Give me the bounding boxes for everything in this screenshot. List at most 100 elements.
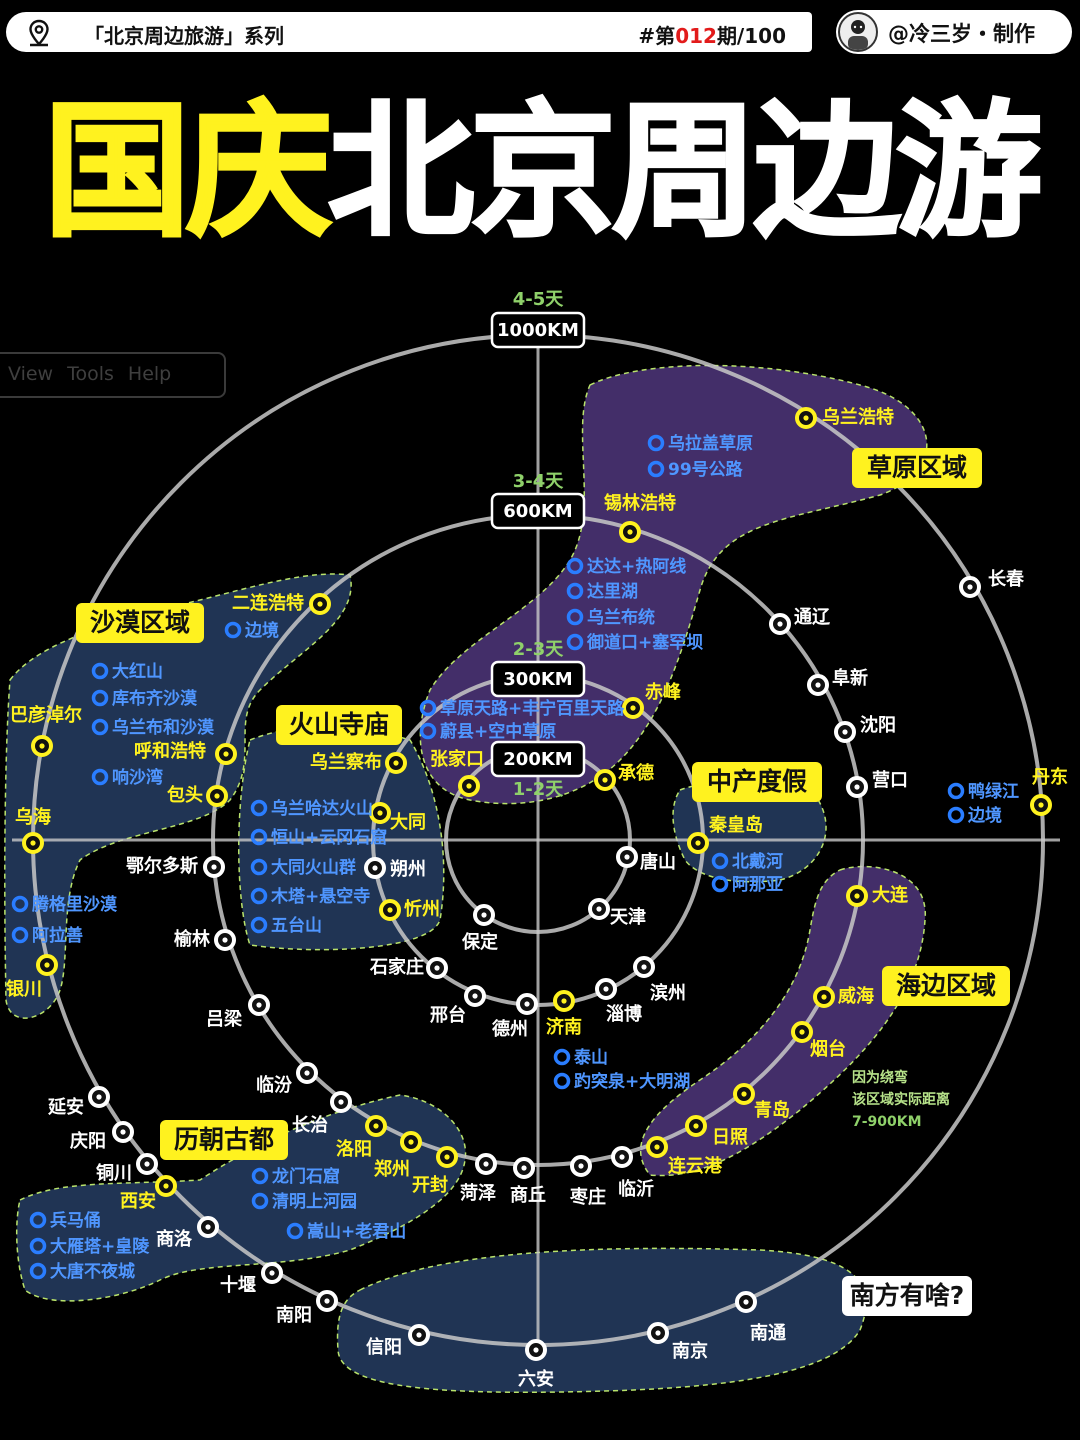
author-name: @冷三岁・制作 (888, 22, 1035, 46)
city-label-white: 南通 (750, 1322, 786, 1344)
spot-label: 蔚县+空中草原 (440, 721, 556, 742)
city-label-white: 南阳 (276, 1304, 312, 1326)
city-label-yellow: 银川 (6, 978, 42, 1000)
city-label-white: 长春 (988, 568, 1025, 590)
city-label-yellow: 连云港 (668, 1155, 723, 1177)
spot-marker (11, 926, 29, 944)
city-marker-dot (627, 529, 633, 535)
spot-label: 五台山 (271, 915, 322, 936)
city-label-yellow: 威海 (838, 985, 874, 1007)
city-label-white: 十堰 (220, 1274, 256, 1296)
spot-label: 木塔+悬空寺 (270, 886, 370, 907)
city-marker-dot (372, 865, 378, 871)
page-title: 国庆北京周边游 (43, 87, 1044, 257)
spot-marker (91, 768, 109, 786)
city-marker-dot (39, 743, 45, 749)
city-marker-dot (821, 994, 827, 1000)
city-marker-dot (304, 1070, 310, 1076)
ring-km-label: 300KM (503, 669, 572, 690)
city-label-white: 信阳 (366, 1336, 402, 1358)
city-marker-dot (120, 1129, 126, 1135)
city-label-yellow: 忻州 (404, 898, 440, 920)
city-marker-dot (30, 840, 36, 846)
spot-marker (553, 1048, 571, 1066)
south-zone (336, 1247, 867, 1393)
city-marker-dot (338, 1099, 344, 1105)
city-label-yellow: 二连浩特 (232, 592, 304, 614)
city-label-yellow: 郑州 (374, 1158, 410, 1180)
city-label-white: 石家庄 (369, 956, 424, 978)
spot-label: 清明上河园 (272, 1191, 357, 1212)
spot-label: 腾格里沙漠 (32, 894, 118, 915)
city-label-yellow: 锡林浩特 (604, 492, 676, 514)
city-marker-dot (483, 1161, 489, 1167)
spot-label: 泰山 (574, 1047, 608, 1068)
avatar (838, 12, 878, 52)
city-label-white: 通辽 (794, 607, 831, 628)
desert-zone (4, 573, 352, 1019)
spot-marker (250, 858, 268, 876)
spot-label: 嵩山+老君山 (307, 1221, 406, 1242)
city-marker-dot (654, 1144, 660, 1150)
spot-marker (947, 806, 965, 824)
city-label-yellow: 济南 (546, 1016, 582, 1038)
city-label-yellow: 丹东 (1032, 766, 1068, 788)
spot-marker (250, 887, 268, 905)
city-label-yellow: 呼和浩特 (134, 740, 206, 762)
city-marker-dot (630, 705, 636, 711)
spot-label: 趵突泉+大明湖 (574, 1071, 690, 1092)
city-marker-dot (377, 810, 383, 816)
zone-title-box (842, 1276, 972, 1316)
city-label-white: 枣庄 (569, 1186, 606, 1208)
spot-label: 御道口+塞罕坝 (586, 632, 703, 653)
spot-marker (566, 608, 584, 626)
ring-km-label: 1000KM (497, 320, 579, 341)
city-marker-dot (408, 1139, 414, 1145)
city-label-white: 长治 (292, 1114, 328, 1136)
coastal-zone (639, 865, 926, 1177)
spot-marker (647, 434, 665, 452)
zone-title: 草原区域 (867, 453, 967, 482)
city-label-white: 邢台 (430, 1004, 466, 1026)
city-marker-dot (743, 1299, 749, 1305)
city-label-yellow: 秦皇岛 (708, 814, 763, 836)
spot-label: 北戴河 (732, 851, 783, 872)
city-label-white: 榆林 (174, 928, 210, 950)
city-marker-dot (854, 784, 860, 790)
city-marker-dot (269, 1270, 275, 1276)
city-label-yellow: 西安 (120, 1190, 156, 1212)
city-marker-dot (144, 1161, 150, 1167)
spot-label: 恒山+云冈石窟 (271, 827, 387, 848)
city-label-white: 鄂尔多斯 (126, 855, 198, 877)
city-label-yellow: 乌海 (15, 806, 51, 828)
city-marker-dot (524, 1001, 530, 1007)
distance-note: 该区域实际距离 (852, 1091, 950, 1108)
ring-km-box (490, 660, 586, 698)
ring-km-box (490, 311, 586, 349)
city-label-white: 六安 (518, 1368, 554, 1390)
city-label-white: 商丘 (510, 1184, 546, 1206)
spot-label: 大唐不夜城 (50, 1261, 135, 1282)
spot-label: 99号公路 (668, 459, 744, 480)
spot-marker (29, 1211, 47, 1229)
ring-days-label: 2-3天 (513, 639, 565, 660)
zone-title: 历朝古都 (174, 1125, 274, 1154)
city-marker-dot (317, 601, 323, 607)
spot-marker (91, 689, 109, 707)
ring-km-label: 200KM (503, 749, 572, 770)
zone-title: 中产度假 (707, 767, 807, 796)
city-label-yellow: 巴彦淖尔 (10, 704, 82, 726)
spot-label: 达里湖 (587, 581, 638, 602)
spot-label: 龙门石窟 (271, 1166, 340, 1187)
city-label-yellow: 张家口 (430, 748, 484, 770)
ring-km-label: 600KM (503, 501, 572, 522)
zone-title: 火山寺庙 (289, 710, 389, 739)
city-marker-dot (472, 993, 478, 999)
ring-km-box (490, 492, 586, 530)
spot-label: 阿拉善 (32, 925, 83, 946)
city-label-white: 唐山 (640, 851, 676, 873)
spot-marker (419, 722, 437, 740)
series-title: 「北京周边旅游」系列 (84, 24, 284, 48)
